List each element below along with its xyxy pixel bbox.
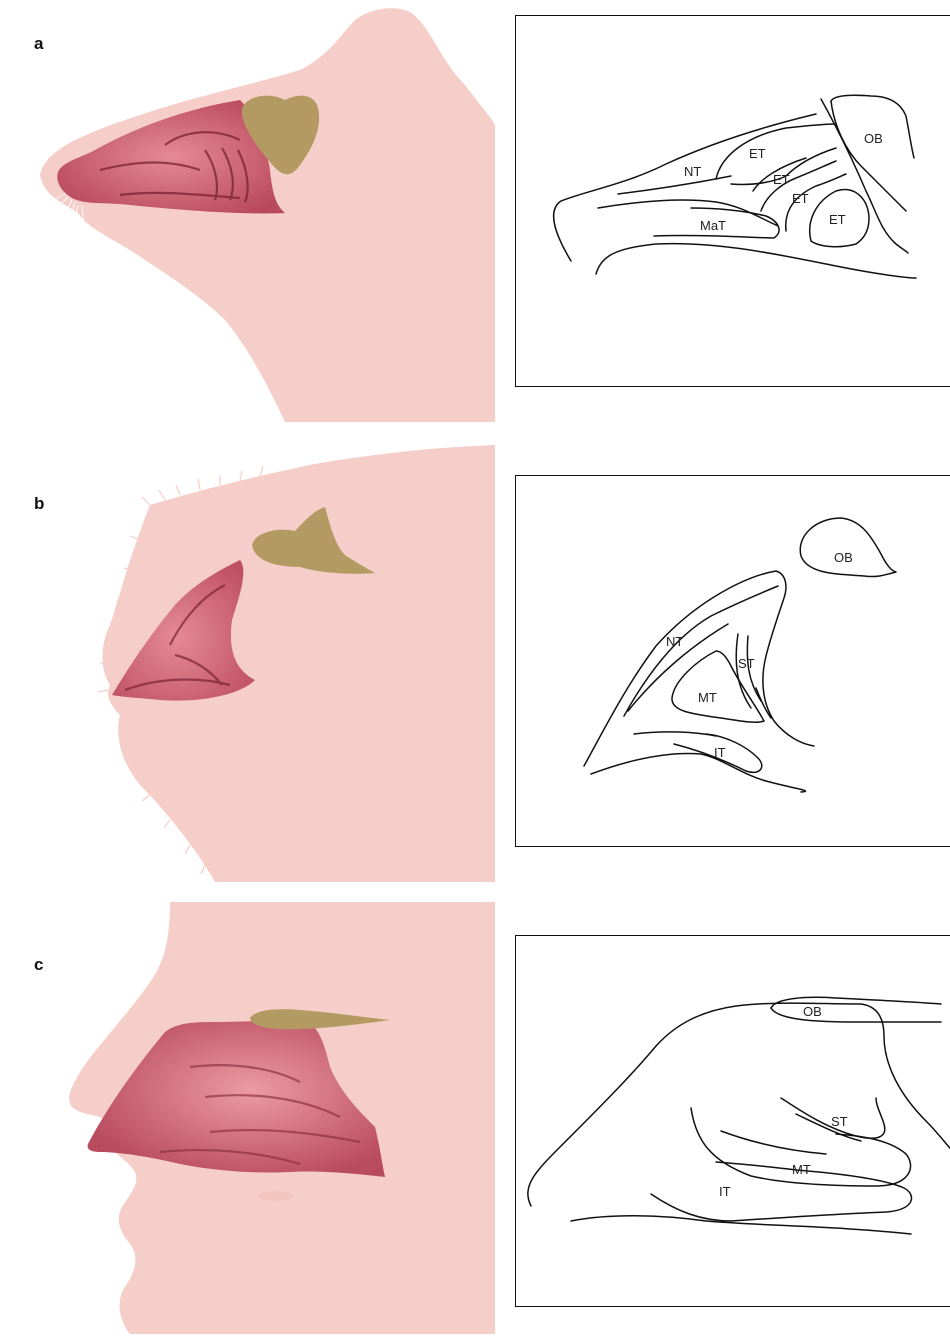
schematic-a-outlines <box>554 95 916 278</box>
label-it: IT <box>714 745 726 760</box>
human-head-illustration <box>0 902 495 1334</box>
carnivore-head-illustration <box>0 445 495 882</box>
schematic-b-drawing: OB NT ST MT IT <box>516 476 950 845</box>
label-st: ST <box>738 656 755 671</box>
label-et-1: ET <box>749 146 766 161</box>
label-ob: OB <box>864 131 883 146</box>
human-head-drawing <box>0 902 495 1334</box>
label-et-2: ET <box>773 172 790 187</box>
schematic-a: NT ET ET ET ET OB MaT <box>515 15 950 387</box>
label-mat: MaT <box>700 218 726 233</box>
schematic-a-drawing: NT ET ET ET ET OB MaT <box>516 16 950 385</box>
lip-shadow <box>257 1191 293 1201</box>
label-it: IT <box>719 1184 731 1199</box>
label-nt: NT <box>684 164 701 179</box>
schematic-b: OB NT ST MT IT <box>515 475 950 847</box>
label-ob: OB <box>803 1004 822 1019</box>
schematic-c-outlines <box>528 997 950 1234</box>
schematic-c-drawing: OB ST MT IT <box>516 936 950 1305</box>
label-nt: NT <box>666 634 683 649</box>
label-et-3: ET <box>792 191 809 206</box>
label-et-4: ET <box>829 212 846 227</box>
head-silhouette <box>40 8 495 422</box>
label-mt: MT <box>792 1162 811 1177</box>
rodent-head-drawing <box>0 0 495 422</box>
schematic-c: OB ST MT IT <box>515 935 950 1307</box>
carnivore-head-drawing <box>0 445 495 882</box>
rodent-head-illustration <box>0 0 495 422</box>
label-ob: OB <box>834 550 853 565</box>
label-st: ST <box>831 1114 848 1129</box>
label-mt: MT <box>698 690 717 705</box>
